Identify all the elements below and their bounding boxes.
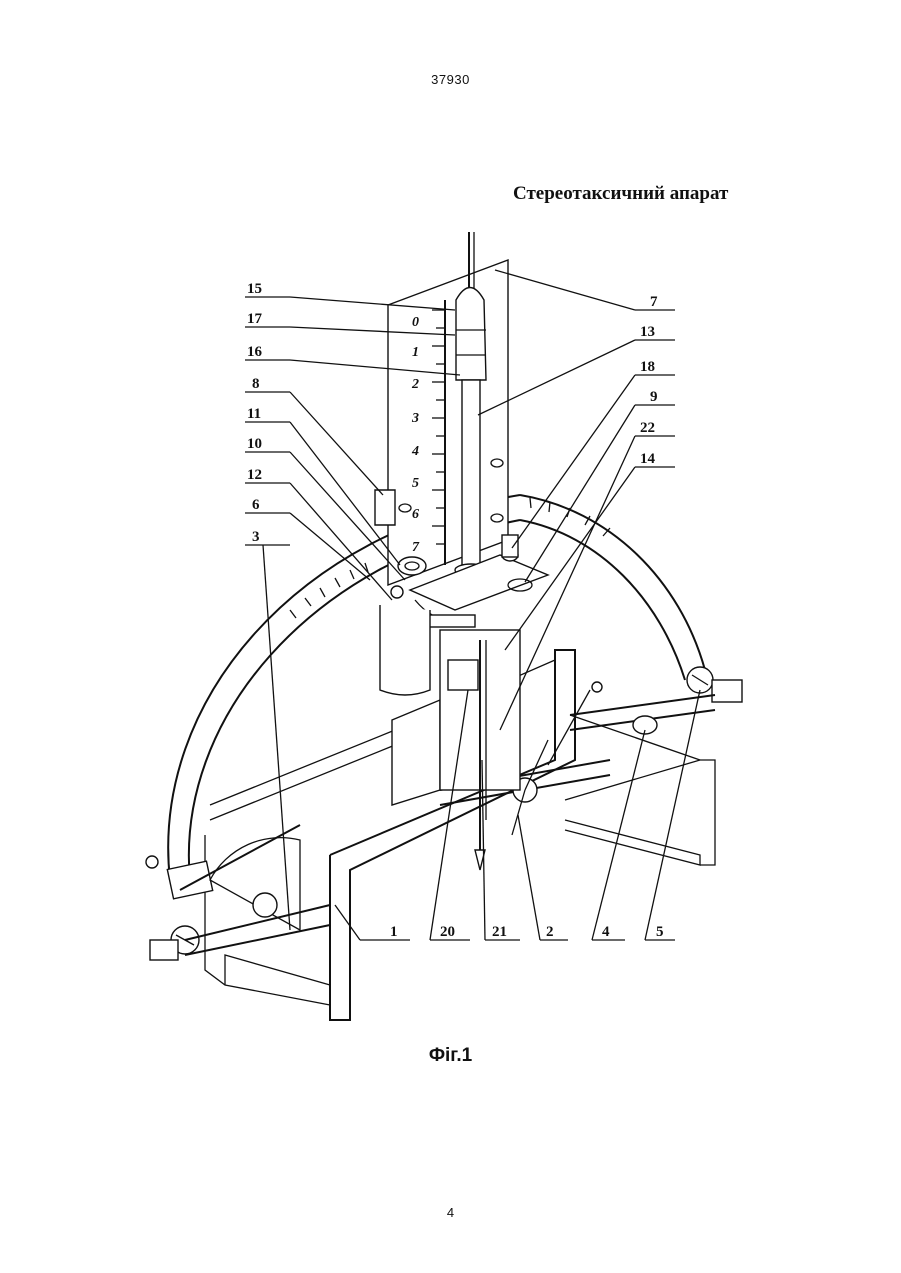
page-number: 4 xyxy=(0,1205,901,1220)
figure-caption: Фіг.1 xyxy=(0,1045,901,1067)
label-1: 1 xyxy=(390,924,398,940)
label-12: 12 xyxy=(247,467,262,483)
label-16: 16 xyxy=(247,344,263,360)
scale-tick-7: 7 xyxy=(412,540,420,555)
scale-tick-4: 4 xyxy=(411,444,419,459)
scale-tick-0: 0 xyxy=(412,315,419,330)
label-10: 10 xyxy=(247,436,262,452)
vertical-scale-plate xyxy=(388,260,508,585)
label-14: 14 xyxy=(640,451,656,467)
label-21: 21 xyxy=(492,924,507,940)
label-20: 20 xyxy=(440,924,455,940)
scale-tick-6: 6 xyxy=(412,507,419,522)
label-18: 18 xyxy=(640,359,655,375)
label-15: 15 xyxy=(247,281,262,297)
label-5: 5 xyxy=(656,924,664,940)
label-8: 8 xyxy=(252,376,260,392)
scale-tick-2: 2 xyxy=(411,377,419,392)
label-3: 3 xyxy=(252,529,260,545)
left-dial-assembly xyxy=(146,825,330,960)
label-9: 9 xyxy=(650,389,658,405)
label-6: 6 xyxy=(252,497,260,513)
label-2: 2 xyxy=(546,924,554,940)
label-11: 11 xyxy=(247,406,261,422)
label-7: 7 xyxy=(650,294,658,310)
scale-tick-1: 1 xyxy=(412,345,419,360)
scale-tick-5: 5 xyxy=(412,476,419,491)
label-4: 4 xyxy=(602,924,610,940)
label-13: 13 xyxy=(640,324,655,340)
scale-tick-3: 3 xyxy=(411,411,419,426)
label-22: 22 xyxy=(640,420,655,436)
label-17: 17 xyxy=(247,311,263,327)
